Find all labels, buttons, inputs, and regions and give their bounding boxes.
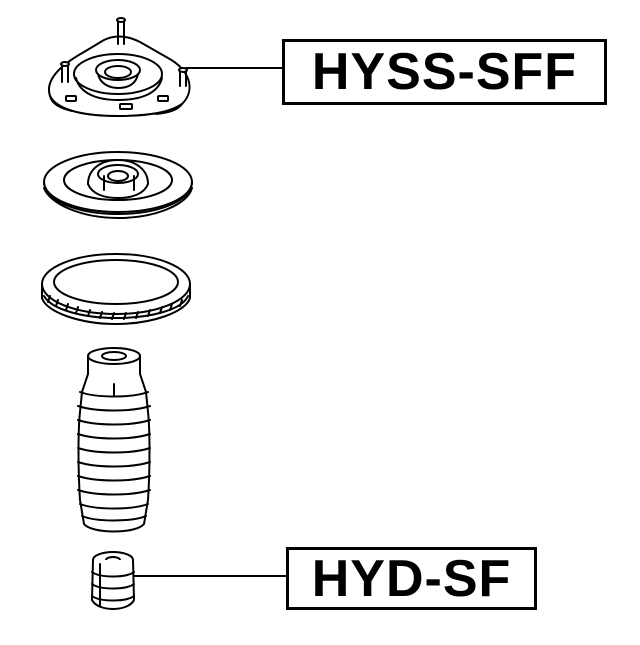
spring-seat-plate — [43, 151, 193, 219]
bearing-ring — [41, 253, 191, 325]
dust-boot — [77, 347, 151, 533]
strut-mount — [48, 17, 191, 117]
part-number-label-top: HYSS-SFF — [282, 39, 607, 105]
part-number-label-bottom: HYD-SF — [286, 547, 537, 610]
bump-stop — [91, 551, 135, 610]
